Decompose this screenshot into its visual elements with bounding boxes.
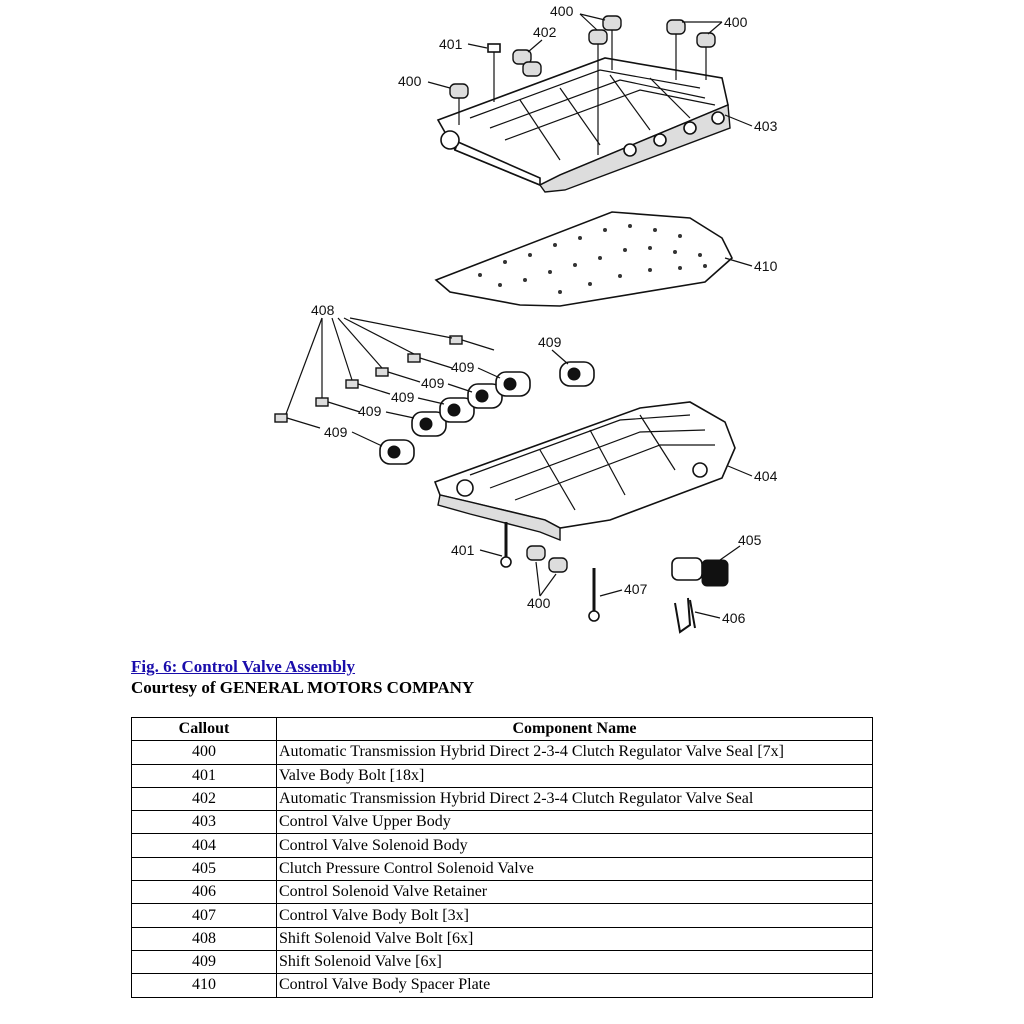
control-valve-body-bolt xyxy=(588,568,600,622)
component-cell: Automatic Transmission Hybrid Direct 2-3… xyxy=(276,740,873,765)
callout-405: 405 xyxy=(738,532,762,548)
figure-title-link[interactable]: Fig. 6: Control Valve Assembly xyxy=(131,657,356,676)
component-cell: Automatic Transmission Hybrid Direct 2-3… xyxy=(276,786,873,812)
callout-409: 409 xyxy=(391,389,415,405)
callout-400: 400 xyxy=(724,14,748,30)
valve-body-bolt-top xyxy=(487,43,501,102)
callout-cell: 410 xyxy=(131,973,277,998)
callout-401: 401 xyxy=(439,36,463,52)
courtesy-line: Courtesy of GENERAL MOTORS COMPANY xyxy=(131,678,475,697)
callout-409: 409 xyxy=(358,403,382,419)
figure-caption: Fig. 6: Control Valve Assembly Courtesy … xyxy=(131,656,474,698)
component-cell: Control Valve Body Bolt [3x] xyxy=(276,903,873,928)
callout-402: 402 xyxy=(533,24,557,40)
callout-404: 404 xyxy=(754,468,778,484)
exploded-view-diagram: 400 400 402 401 400 403 410 408 409 409 … xyxy=(274,3,778,634)
table-header-row: Callout Component Name xyxy=(131,716,873,742)
shift-solenoid-valves xyxy=(379,361,595,465)
component-cell: Shift Solenoid Valve [6x] xyxy=(276,949,873,975)
callout-cell: 408 xyxy=(131,926,277,951)
component-cell: Shift Solenoid Valve Bolt [6x] xyxy=(276,926,873,951)
callout-407: 407 xyxy=(624,581,648,597)
component-cell: Control Valve Upper Body xyxy=(276,810,873,835)
callout-400: 400 xyxy=(398,73,422,89)
callout-406: 406 xyxy=(722,610,746,626)
clutch-regulator-valve-seals-bottom xyxy=(526,545,568,573)
clutch-pressure-control-solenoid-valve xyxy=(671,557,729,587)
callout-labels: 400 400 402 401 400 403 410 408 409 409 … xyxy=(311,3,778,626)
callout-400: 400 xyxy=(527,595,551,611)
callout-cell: 403 xyxy=(131,810,277,835)
component-cell: Valve Body Bolt [18x] xyxy=(276,763,873,788)
control-valve-solenoid-body xyxy=(433,401,736,542)
callout-410: 410 xyxy=(754,258,778,274)
callout-cell: 406 xyxy=(131,880,277,905)
callout-409: 409 xyxy=(451,359,475,375)
callout-409: 409 xyxy=(324,424,348,440)
clutch-regulator-valve-seals-top xyxy=(449,15,716,155)
callout-408: 408 xyxy=(311,302,335,318)
control-valve-body-spacer-plate xyxy=(434,211,733,307)
callout-cell: 409 xyxy=(131,949,277,975)
header-callout: Callout xyxy=(131,716,277,742)
callout-cell: 402 xyxy=(131,786,277,812)
header-component-name: Component Name xyxy=(276,716,873,742)
callout-cell: 400 xyxy=(131,740,277,765)
callout-cell: 404 xyxy=(131,833,277,858)
component-cell: Clutch Pressure Control Solenoid Valve xyxy=(276,856,873,882)
callout-401: 401 xyxy=(451,542,475,558)
valve-body-bolt-bottom xyxy=(500,522,512,568)
callout-400: 400 xyxy=(550,3,574,19)
component-cell: Control Valve Solenoid Body xyxy=(276,833,873,858)
component-cell: Control Solenoid Valve Retainer xyxy=(276,880,873,905)
component-cell: Control Valve Body Spacer Plate xyxy=(276,973,873,998)
callout-cell: 405 xyxy=(131,856,277,882)
control-solenoid-valve-retainer xyxy=(674,597,696,634)
control-valve-upper-body xyxy=(436,57,731,193)
callout-403: 403 xyxy=(754,118,778,134)
callout-cell: 401 xyxy=(131,763,277,788)
callout-409: 409 xyxy=(538,334,562,350)
callout-409: 409 xyxy=(421,375,445,391)
callout-cell: 407 xyxy=(131,903,277,928)
callout-leader-lines xyxy=(285,13,753,619)
